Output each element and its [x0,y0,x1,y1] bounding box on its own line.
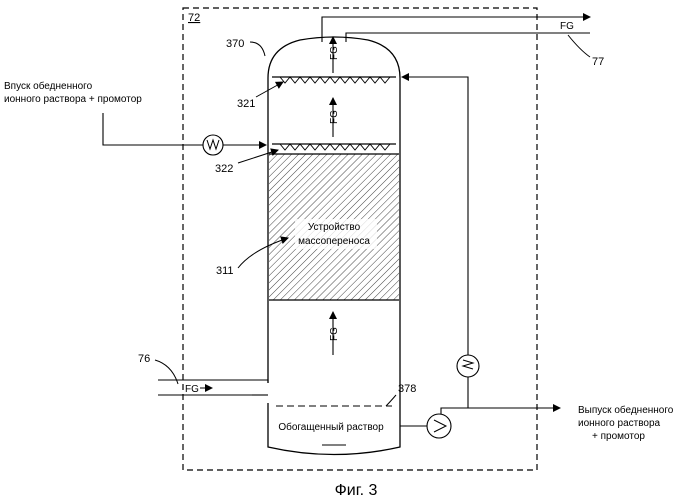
packing-label-1: Устройство [308,222,361,233]
inlet-label-1: Впуск обедненного [4,80,93,92]
leader-321 [256,82,283,97]
fg-label-top: FG [329,46,340,60]
boundary-label: 72 [188,12,200,24]
flue-gas-outlet-pipe [322,17,590,42]
fg-label-out: FG [560,21,574,32]
leader-77 [568,35,590,57]
pump-icon [427,414,451,438]
ref-378: 378 [398,383,416,395]
recirculation-heat-exchanger [457,355,479,377]
ref-322: 322 [215,163,233,175]
figure-caption: Фиг. 3 [335,482,378,499]
spray-nozzles-321 [280,77,390,83]
fg-label-mid: FG [329,110,340,124]
inlet-heat-exchanger [203,135,223,155]
fg-label-low: FG [329,327,340,341]
outlet-label-2: ионного раствора [578,418,661,429]
ref-77: 77 [592,56,604,68]
flue-gas-inlet-pipe [158,380,268,383]
ref-76: 76 [138,353,150,365]
leader-378 [386,395,396,406]
ref-321: 321 [237,98,255,110]
packing-label-2: массопереноса [298,236,370,247]
ref-370: 370 [226,38,244,50]
outlet-label-3: + промотор [592,431,645,442]
sump-label: Обогащенный раствор [278,421,384,433]
outlet-label-1: Выпуск обедненного [578,404,674,416]
leader-370 [250,42,265,56]
ref-311: 311 [216,265,234,277]
fg-label-in: FG [185,384,199,395]
inlet-label-2: ионного раствора + промотор [4,94,142,105]
lean-inlet-pipe [103,113,203,145]
spray-nozzles-322 [280,144,390,150]
